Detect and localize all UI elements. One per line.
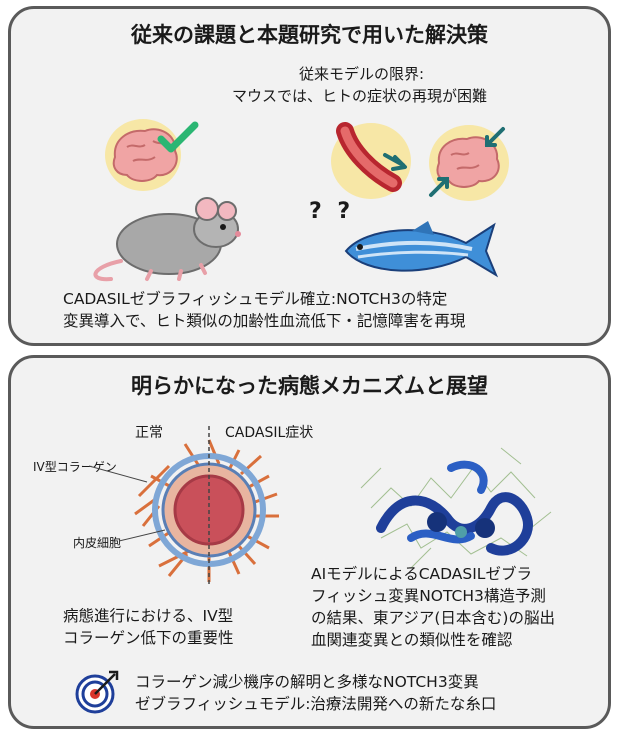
label-normal: 正常 [135,425,163,441]
right-text-line-4: 血関連変異との類似性を確認 [311,631,513,649]
zebrafish-icon [344,221,499,278]
brain-arrows-icon [429,125,509,201]
right-text-line-2: フィッシュ変異NOTCH3構造予測 [311,587,546,605]
result-line-1: CADASILゼブラフィッシュモデル確立:NOTCH3の特定 [63,290,448,308]
top-panel: 従来の課題と本題研究で用いた解決策 従来モデルの限界: マウスでは、ヒトの症状の… [8,6,611,346]
outlook-line-1: コラーゲン減少機序の解明と多様なNOTCH3変異 [135,673,479,691]
limit-label: 従来モデルの限界: [298,65,425,83]
question-marks: ? ? [309,199,355,224]
top-panel-title: 従来の課題と本題研究で用いた解決策 [131,23,488,47]
brain-check-icon [105,119,199,191]
result-line-2: 変異導入で、ヒト類似の加齢性血流低下・記憶障害を再現 [63,312,466,330]
bottom-panel: 明らかになった病態メカニズムと展望 正常 CADASIL症状 IV型コラーゲン … [8,355,611,729]
blood-vessel-icon [331,122,411,199]
right-text-line-3: の結果、東アジア(日本含む)の脳出 [311,609,555,627]
label-endothelial: 内皮細胞 [73,536,122,550]
left-text-line-1: 病態進行における、IV型 [63,607,234,625]
outlook-line-2: ゼブラフィッシュモデル:治療法開発への新たな糸口 [135,695,497,713]
vessel-cross-section-icon [88,426,279,586]
right-text-line-1: AIモデルによるCADASILゼブラ [311,565,532,583]
protein-structure-icon [360,447,552,569]
limit-description: マウスでは、ヒトの症状の再現が困難 [231,87,487,105]
target-icon [75,670,119,714]
mouse-icon [93,197,241,282]
bottom-panel-title: 明らかになった病態メカニズムと展望 [131,374,488,398]
left-text-line-2: コラーゲン低下の重要性 [63,629,234,647]
label-cadasil: CADASIL症状 [225,425,314,441]
label-collagen: IV型コラーゲン [33,460,117,474]
